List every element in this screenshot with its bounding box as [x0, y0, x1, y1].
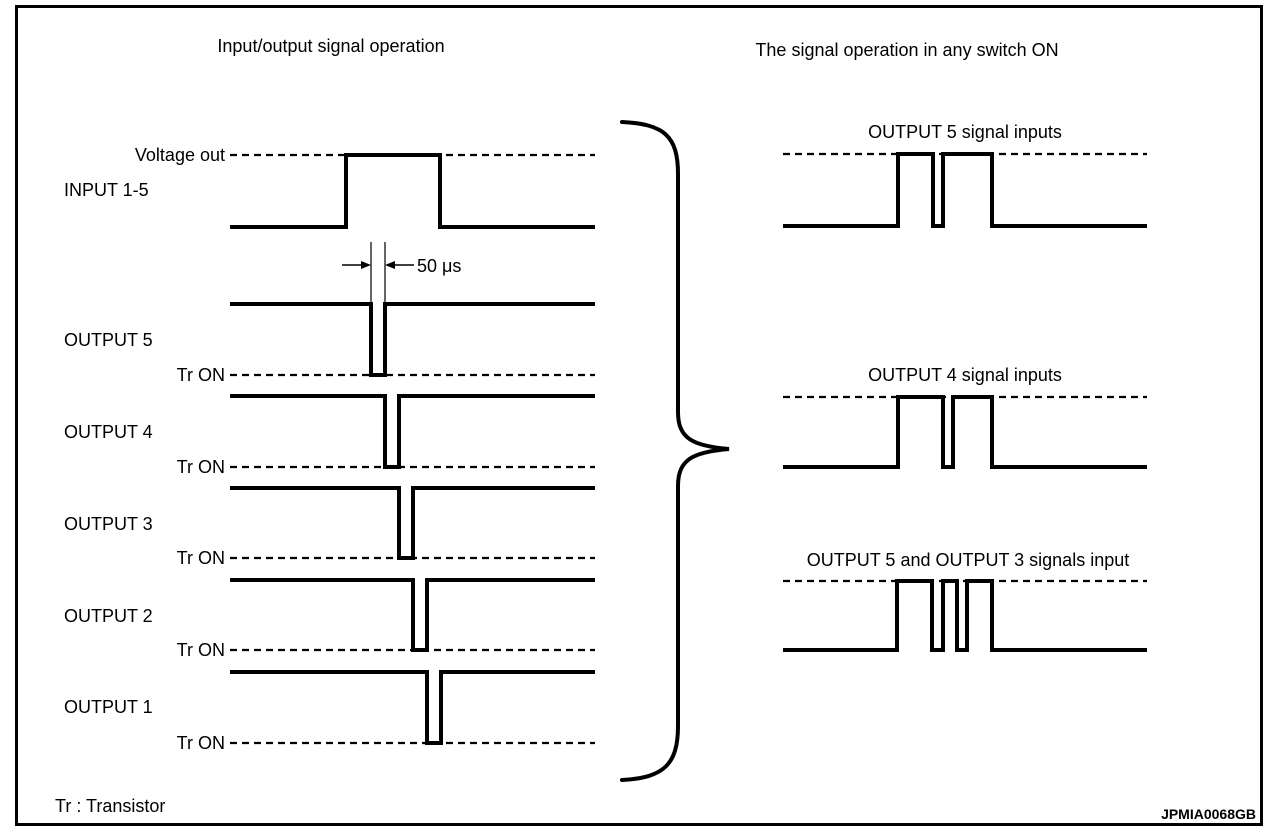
diagram-border: [15, 5, 1263, 826]
figure-id: JPMIA0068GB: [1161, 806, 1256, 822]
input-waveform: [230, 153, 595, 229]
voltage-out-label: Voltage out: [134, 145, 225, 165]
output1-waveform: [230, 670, 595, 745]
output2-label: OUTPUT 2: [64, 606, 153, 626]
output3-tron-label: Tr ON: [176, 548, 225, 568]
example1-waveform: [783, 152, 1147, 228]
output3-label: OUTPUT 3: [64, 514, 153, 534]
output4-label: OUTPUT 4: [64, 422, 153, 442]
example3-waveform: [783, 579, 1147, 652]
output4-waveform: [230, 394, 595, 469]
arrow-left-icon: [385, 261, 395, 269]
output4-tron-label: Tr ON: [176, 457, 225, 477]
right-panel-title: The signal operation in any switch ON: [755, 40, 1059, 60]
output2-tron-label: Tr ON: [176, 640, 225, 660]
example2-label: OUTPUT 4 signal inputs: [868, 365, 1062, 385]
left-panel-title: Input/output signal operation: [217, 36, 445, 56]
example3-label: OUTPUT 5 and OUTPUT 3 signals input: [806, 550, 1130, 570]
output5-label: OUTPUT 5: [64, 330, 153, 350]
output5-tron-label: Tr ON: [176, 365, 225, 385]
output2-waveform: [230, 578, 595, 652]
output5-waveform: [230, 302, 595, 377]
output3-waveform: [230, 486, 595, 560]
curly-brace: [620, 120, 730, 782]
transistor-footnote: Tr : Transistor: [55, 796, 166, 816]
pulse-width-50us-label: 50 μs: [417, 256, 462, 276]
output1-tron-label: Tr ON: [176, 733, 225, 753]
example1-label: OUTPUT 5 signal inputs: [868, 122, 1062, 142]
arrow-right-icon: [361, 261, 371, 269]
example2-waveform: [783, 395, 1147, 469]
output1-label: OUTPUT 1: [64, 697, 153, 717]
input-1-5-label: INPUT 1-5: [64, 180, 149, 200]
